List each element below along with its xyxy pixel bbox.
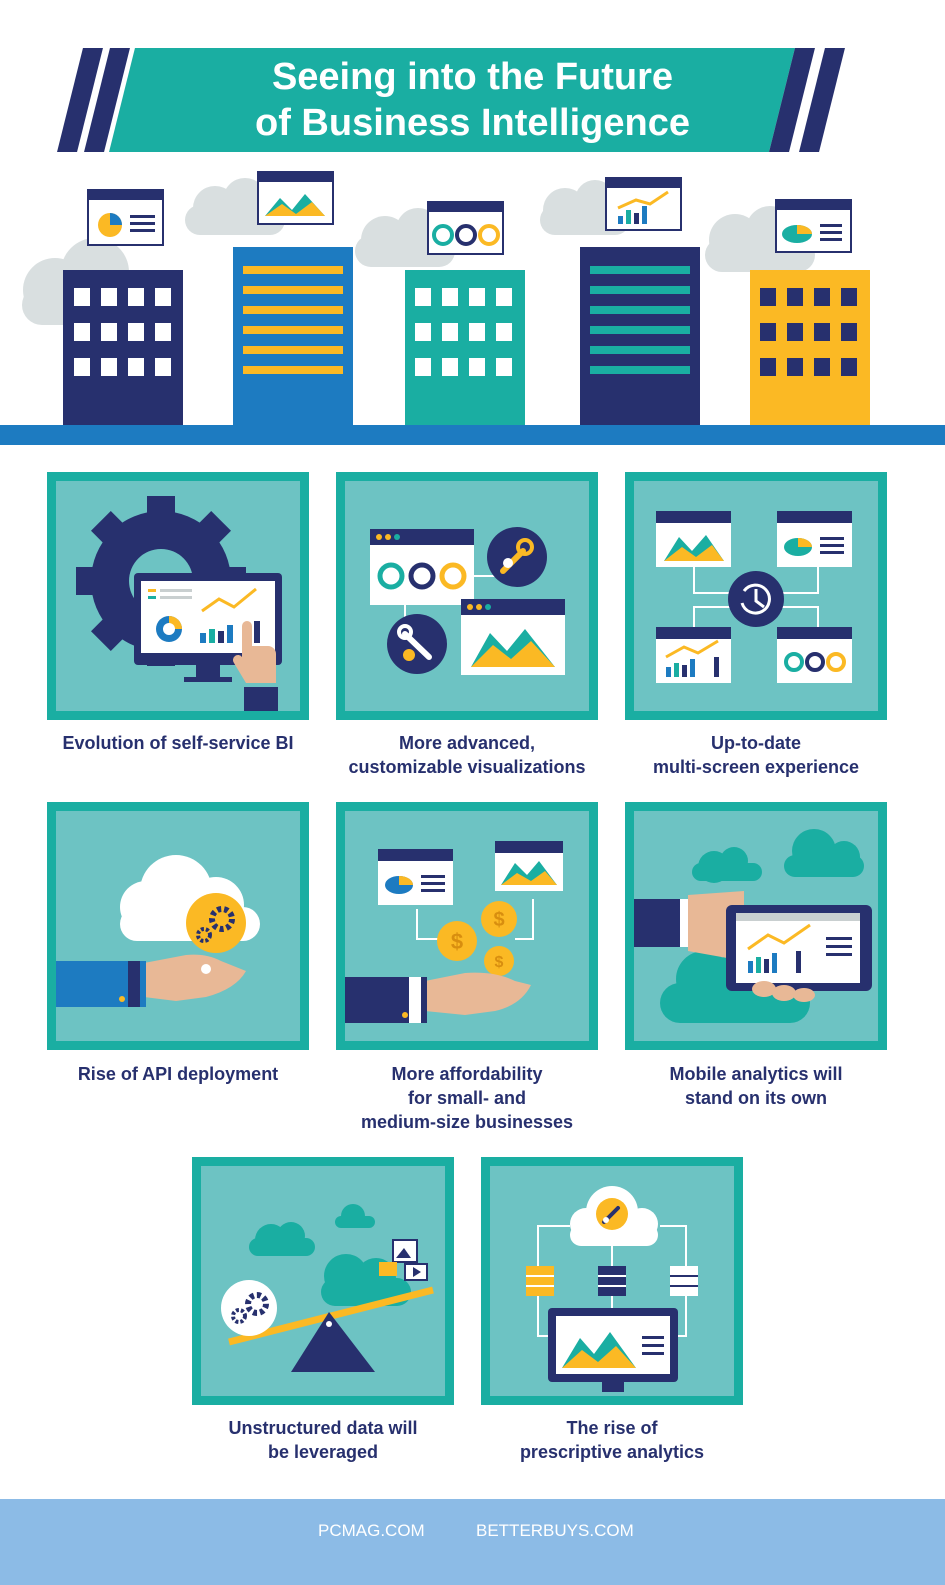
- tile-8-caption-line-1: The rise of: [566, 1418, 658, 1438]
- tile-4-caption: Rise of API deployment: [28, 1062, 328, 1086]
- tile-multi-screen: [625, 472, 887, 720]
- hand-icon: [56, 954, 246, 1007]
- tile-3-caption-line-2: multi-screen experience: [652, 757, 860, 777]
- tile-prescriptive-analytics: [481, 1157, 743, 1405]
- tile-2-illustration: [370, 527, 565, 675]
- monitor-icon: [548, 1308, 678, 1392]
- title-line-1: Seeing into the Future: [271, 56, 674, 98]
- dashboard-window-icon: [656, 511, 852, 683]
- tile-5-caption-line-3: medium-size businesses: [360, 1112, 574, 1132]
- dashboard-window-icon: [461, 599, 565, 675]
- cloud-icon: [249, 1204, 411, 1306]
- coin-icon: $ $ $: [437, 901, 517, 976]
- tile-8-illustration: [526, 1186, 698, 1392]
- cloud-icon: [660, 829, 864, 1023]
- gear-icon: [221, 1280, 277, 1336]
- tile-3-illustration: [656, 511, 852, 683]
- tile-2-caption: More advanced, customizable visualizatio…: [317, 731, 617, 779]
- tile-8-caption: The rise of prescriptive analytics: [462, 1416, 762, 1464]
- dashboard-window-icon: [87, 171, 852, 255]
- tile-1-illustration: [76, 496, 282, 711]
- footer-source-pcmag[interactable]: PCMAG.COM: [318, 1521, 425, 1540]
- svg-text:$: $: [495, 954, 504, 971]
- tile-affordability: $ $ $: [336, 802, 598, 1050]
- tile-7-illustration: [221, 1204, 434, 1372]
- fingers-icon: [752, 981, 815, 1002]
- dashboard-window-icon: [370, 529, 474, 605]
- hand-icon: [345, 972, 531, 1023]
- wrench-icon: [596, 1198, 628, 1230]
- dashboard-window-icon: [378, 841, 563, 905]
- tile-6-illustration: [634, 829, 872, 1023]
- tile-mobile-analytics: [625, 802, 887, 1050]
- tile-2-caption-line-1: More advanced,: [398, 733, 536, 753]
- wrench-icon: [387, 614, 447, 674]
- tile-advanced-visualizations: [336, 472, 598, 720]
- image-file-icon: [379, 1239, 428, 1281]
- tile-3-caption: Up-to-date multi-screen experience: [606, 731, 906, 779]
- server-icon: [526, 1266, 698, 1296]
- footer-bar: [0, 1499, 945, 1585]
- hand-icon: [233, 621, 278, 711]
- tile-1-caption-line-1: Evolution of self-service BI: [62, 733, 294, 753]
- title-line-2: of Business Intelligence: [255, 102, 690, 144]
- tile-1-caption: Evolution of self-service BI: [28, 731, 328, 755]
- tile-4-caption-line-1: Rise of API deployment: [77, 1064, 279, 1084]
- tile-4-illustration: [56, 855, 260, 1007]
- svg-text:$: $: [493, 909, 504, 931]
- footer-source-betterbuys[interactable]: BETTERBUYS.COM: [476, 1521, 634, 1540]
- svg-text:$: $: [451, 929, 463, 954]
- tile-7-caption: Unstructured data will be leveraged: [173, 1416, 473, 1464]
- tile-5-caption-line-2: for small- and: [407, 1088, 527, 1108]
- tile-5-illustration: $ $ $: [345, 841, 563, 1023]
- gear-icon: [186, 893, 246, 953]
- tile-7-caption-line-1: Unstructured data will: [228, 1418, 418, 1438]
- tile-6-caption: Mobile analytics will stand on its own: [606, 1062, 906, 1110]
- tile-self-service-bi: [47, 472, 309, 720]
- tile-6-caption-line-1: Mobile analytics will: [669, 1064, 843, 1084]
- tile-5-caption: More affordability for small- and medium…: [317, 1062, 617, 1134]
- clock-icon: [728, 571, 784, 627]
- city-skyline-illustration: [0, 171, 945, 445]
- tile-unstructured-data: [192, 1157, 454, 1405]
- seesaw-icon: [228, 1286, 434, 1372]
- tile-6-caption-line-2: stand on its own: [685, 1088, 827, 1108]
- tile-7-caption-line-2: be leveraged: [267, 1442, 379, 1462]
- tile-3-caption-line-1: Up-to-date: [711, 733, 801, 753]
- tile-api-deployment: [47, 802, 309, 1050]
- page-title: Seeing into the Future of Business Intel…: [150, 54, 795, 146]
- tile-5-caption-line-1: More affordability: [391, 1064, 543, 1084]
- wrench-icon: [487, 527, 547, 587]
- tile-8-caption-line-2: prescriptive analytics: [519, 1442, 705, 1462]
- tablet-icon: [726, 905, 872, 991]
- tile-2-caption-line-2: customizable visualizations: [348, 757, 586, 777]
